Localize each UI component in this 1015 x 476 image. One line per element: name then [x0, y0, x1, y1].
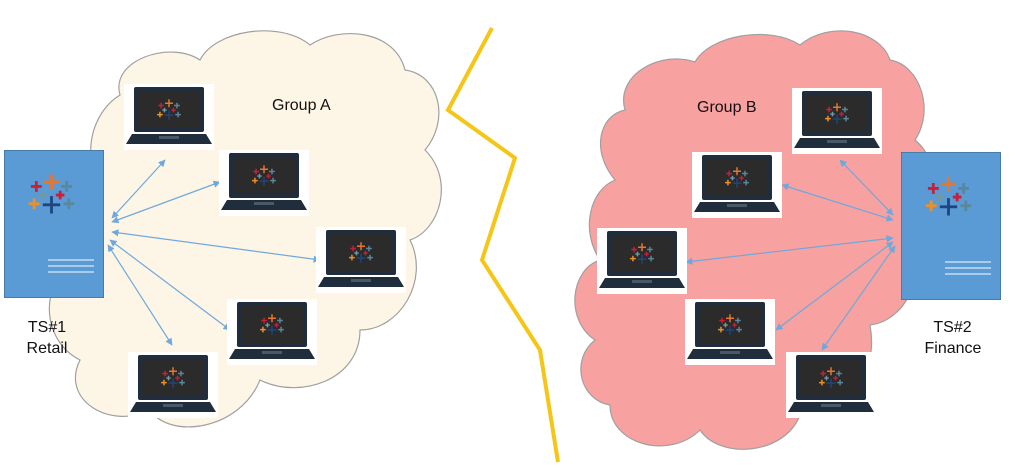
server-2-role: Finance: [924, 340, 982, 357]
laptop-b1: [792, 88, 882, 154]
laptop-a2: [219, 150, 309, 216]
laptop-b2: [692, 152, 782, 218]
group-b-label: Group B: [697, 99, 757, 116]
server-1-name: TS#1: [27, 319, 67, 336]
laptop-b4: [685, 299, 775, 365]
laptop-b5: [786, 352, 876, 418]
connector-a5: [107, 244, 173, 346]
server-ts2: [901, 152, 1001, 300]
lightning-bolt-icon: [445, 27, 560, 463]
laptop-b3: [597, 228, 687, 294]
laptop-a1: [124, 84, 214, 150]
group-a-label: Group A: [272, 97, 331, 114]
connector-b5: [821, 245, 896, 351]
server-ts1: [4, 150, 104, 298]
laptop-a5: [128, 352, 218, 418]
server-2-name: TS#2: [933, 319, 972, 336]
laptop-a4: [227, 299, 317, 365]
server-1-role: Retail: [26, 340, 68, 357]
laptop-a3: [316, 227, 406, 293]
connector-b2: [781, 183, 894, 222]
connector-a2: [111, 180, 221, 224]
